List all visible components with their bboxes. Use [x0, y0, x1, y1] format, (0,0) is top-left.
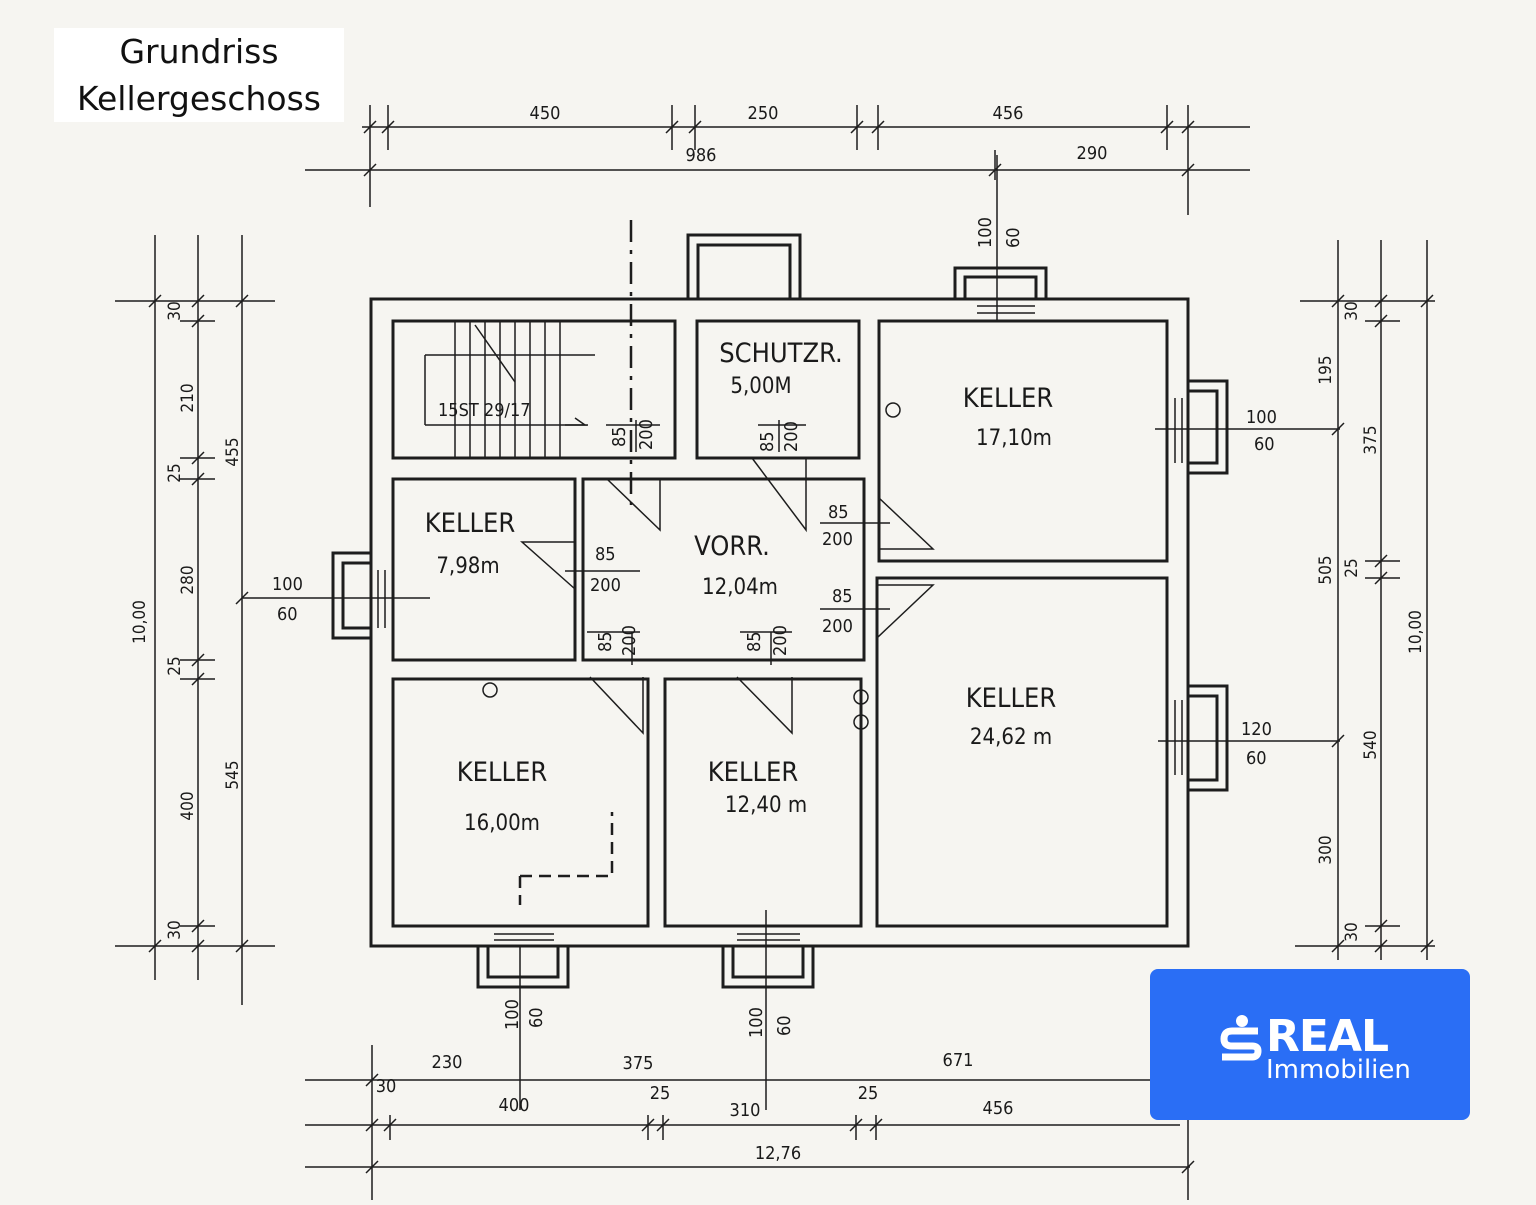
- door-height-label: 200: [822, 529, 853, 550]
- title-line-1: Grundriss: [119, 32, 279, 71]
- plan-details: [242, 155, 1340, 1110]
- window-sizes: 100 60 100 60 120 60 100 60 100 60 100 6…: [272, 217, 1277, 1038]
- dim-left-25a: 25: [165, 463, 185, 482]
- dim-right-540: 540: [1361, 730, 1381, 759]
- dim-top-290: 290: [1077, 143, 1108, 164]
- door-width-label: 85: [595, 544, 616, 565]
- room-area-keller-3: 24,62 m: [970, 725, 1052, 750]
- dim-bottom-230: 230: [432, 1052, 463, 1073]
- dim-bottom-total: 12,76: [755, 1143, 801, 1164]
- logo-brand: REAL: [1266, 1011, 1389, 1062]
- door-sizes: 85 200 85 200 85 200 85 200 85 200 85 20…: [590, 419, 853, 656]
- door-width-label: 85: [744, 631, 765, 652]
- door-height-label: 200: [590, 575, 621, 596]
- door-width-label: 85: [757, 431, 778, 452]
- room-name-keller-1: KELLER: [425, 508, 516, 539]
- dim-left-545: 545: [223, 760, 243, 789]
- dim-bottom-25a: 25: [650, 1083, 671, 1104]
- window-sill-label: 60: [277, 604, 298, 625]
- window-sill-label: 60: [774, 1015, 795, 1036]
- dim-bottom-25b: 25: [858, 1083, 879, 1104]
- right-dimensions: 30 195 375 505 25 540 300 30 10,00: [1316, 301, 1426, 941]
- bottom-dimensions: 230 375 671 30 400 25 310 25 456 12,76: [376, 1050, 1014, 1164]
- dim-right-30a: 30: [1342, 301, 1362, 320]
- sreal-logo: REAL Immobilien: [1150, 969, 1470, 1120]
- room-area-keller-2: 17,10m: [976, 426, 1052, 451]
- dim-left-30b: 30: [165, 920, 185, 939]
- room-area-keller-1: 7,98m: [436, 554, 499, 579]
- dimension-lines: [115, 105, 1435, 1200]
- title-line-2: Kellergeschoss: [76, 79, 321, 118]
- window-width-label: 100: [502, 999, 523, 1030]
- dim-top-250: 250: [748, 103, 779, 124]
- room-area-keller-4: 16,00m: [464, 811, 540, 836]
- door-width-label: 85: [828, 502, 849, 523]
- stair-label: 15ST 29/17: [438, 400, 531, 421]
- dim-left-400: 400: [178, 791, 198, 820]
- dim-left-25b: 25: [165, 656, 185, 675]
- window-width-label: 100: [746, 1007, 767, 1038]
- dim-bottom-310: 310: [730, 1100, 761, 1121]
- window-width-label: 100: [975, 217, 996, 248]
- window-width-label: 100: [272, 574, 303, 595]
- dim-right-195: 195: [1316, 355, 1336, 384]
- dim-bottom-400: 400: [499, 1095, 530, 1116]
- dim-top-450: 450: [530, 103, 561, 124]
- dim-left-455: 455: [223, 437, 243, 466]
- room-name-keller-4: KELLER: [457, 757, 548, 788]
- room-name-keller-3: KELLER: [966, 683, 1057, 714]
- window-sill-label: 60: [1254, 434, 1275, 455]
- window-sill-label: 60: [526, 1007, 547, 1028]
- door-height-label: 200: [781, 421, 802, 452]
- door-width-label: 85: [832, 586, 853, 607]
- sparkasse-s-icon: [1220, 1015, 1262, 1061]
- door-width-label: 85: [609, 426, 630, 447]
- window-width-label: 100: [1246, 407, 1277, 428]
- dim-top-456: 456: [993, 103, 1024, 124]
- room-name-vorraum: VORR.: [694, 531, 770, 562]
- dim-left-210: 210: [178, 383, 198, 412]
- dim-right-375: 375: [1361, 425, 1381, 454]
- logo-subtitle: Immobilien: [1266, 1055, 1411, 1085]
- dim-bottom-671: 671: [943, 1050, 974, 1071]
- room-name-schutzraum: SCHUTZR.: [719, 338, 843, 369]
- room-area-keller-5: 12,40 m: [725, 793, 807, 818]
- room-name-keller-2: KELLER: [963, 383, 1054, 414]
- dim-right-505: 505: [1316, 555, 1336, 584]
- room-name-keller-5: KELLER: [708, 757, 799, 788]
- top-dimensions: 450 250 456 986 290: [530, 103, 1108, 166]
- dim-right-300: 300: [1316, 835, 1336, 864]
- door-height-label: 200: [770, 625, 791, 656]
- dim-bottom-456: 456: [983, 1098, 1014, 1119]
- dim-bottom-30: 30: [376, 1076, 397, 1097]
- dim-top-986: 986: [686, 145, 717, 166]
- room-area-schutzraum: 5,00M: [730, 374, 791, 399]
- dim-left-total: 10,00: [130, 600, 150, 644]
- dim-left-30a: 30: [165, 301, 185, 320]
- window-sill-label: 60: [1003, 227, 1024, 248]
- dim-bottom-375: 375: [623, 1053, 654, 1074]
- walls: [331, 233, 1229, 989]
- window-width-label: 120: [1241, 719, 1272, 740]
- room-area-vorraum: 12,04m: [702, 575, 778, 600]
- dim-right-25: 25: [1342, 558, 1362, 577]
- door-height-label: 200: [619, 625, 640, 656]
- door-height-label: 200: [636, 419, 657, 450]
- dim-left-280: 280: [178, 565, 198, 594]
- dim-right-30b: 30: [1342, 922, 1362, 941]
- left-dimensions: 30 210 25 280 25 400 30 455 545 10,00: [130, 301, 243, 939]
- window-sill-label: 60: [1246, 748, 1267, 769]
- room-labels: KELLER 7,98m VORR. 12,04m SCHUTZR. 5,00M…: [425, 338, 1057, 836]
- plan-title: Grundriss Kellergeschoss: [54, 28, 344, 122]
- door-width-label: 85: [595, 631, 616, 652]
- dim-right-total: 10,00: [1406, 610, 1426, 654]
- door-height-label: 200: [822, 616, 853, 637]
